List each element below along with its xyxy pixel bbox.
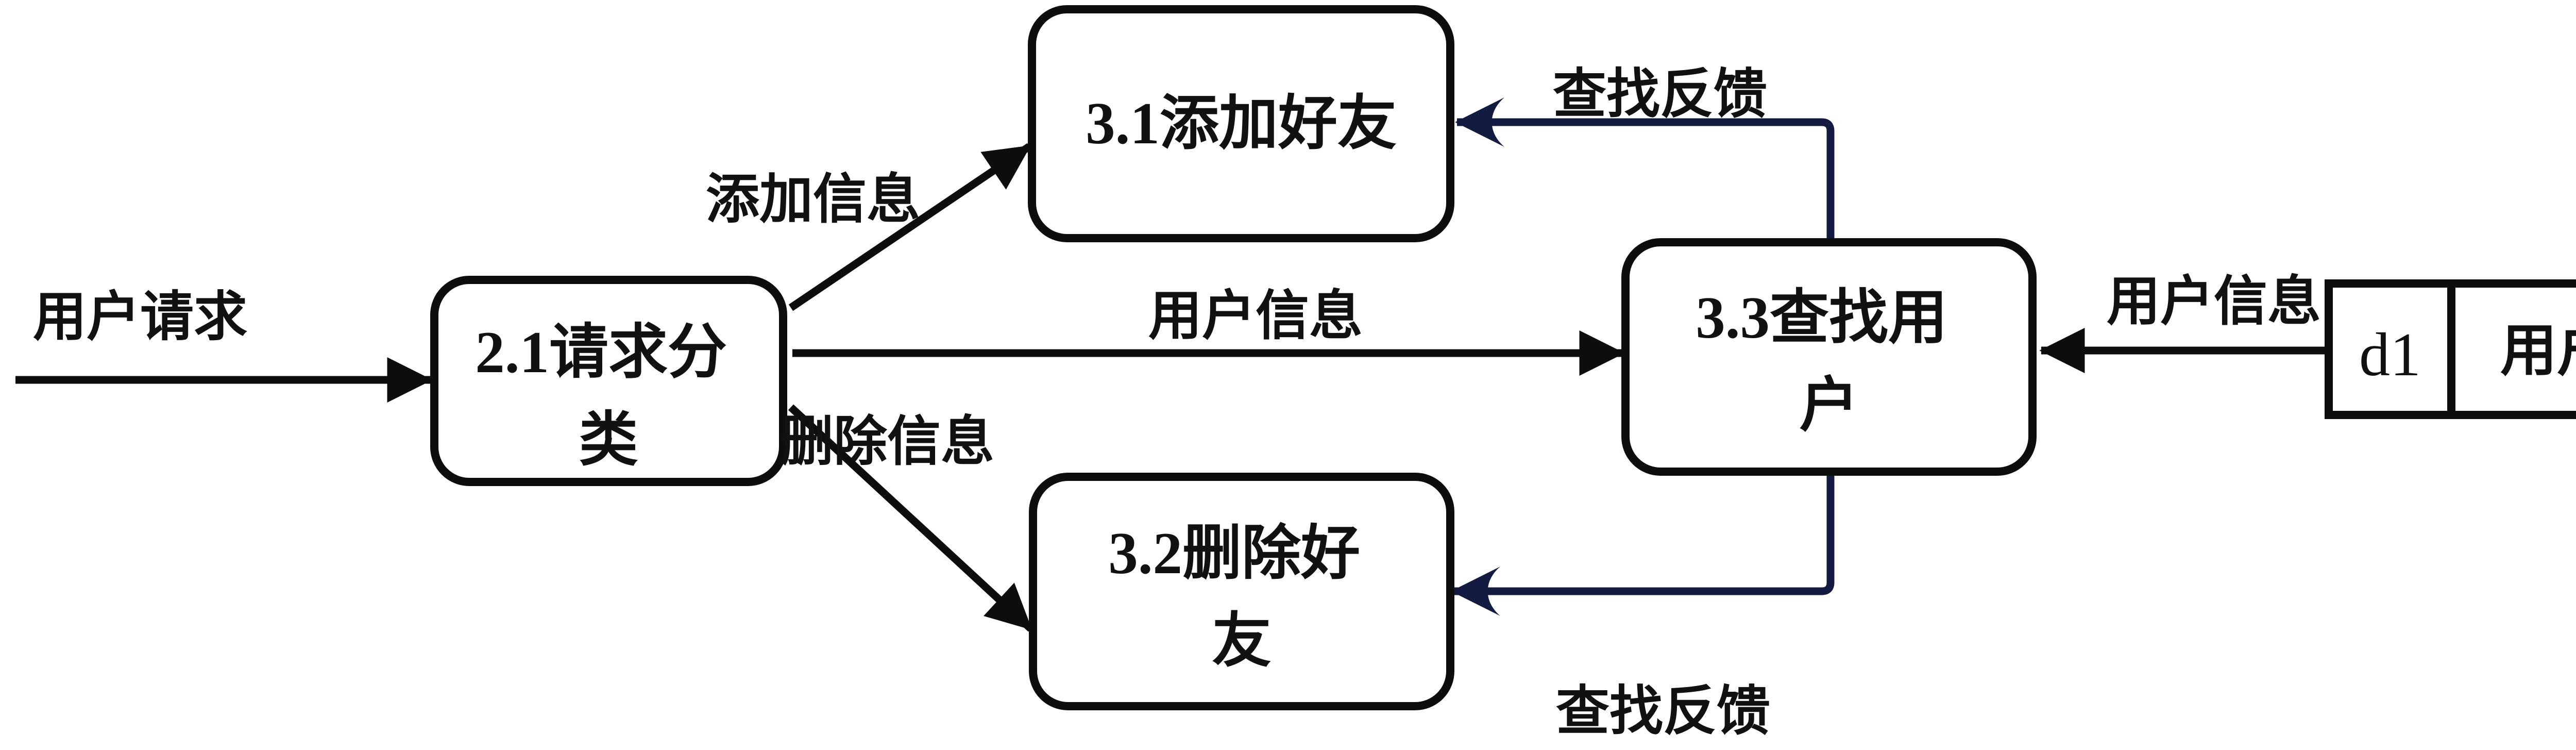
flow-label-find-feedback-bottom: 查找反馈	[1556, 682, 1770, 741]
datastore-d1-label: 用户数据库	[2500, 320, 2576, 382]
process-label-2-1: 2.1请求分 类	[475, 320, 742, 473]
process-label-3-1: 3.1添加好友	[1086, 91, 1397, 156]
flow-label-user-info-mid: 用户信息	[1148, 287, 1363, 346]
flow-label-user-request: 用户请求	[33, 288, 247, 347]
flow-label-find-feedback-top: 查找反馈	[1553, 65, 1767, 124]
flow-label-add-info: 添加信息	[706, 170, 920, 229]
flow-delete-info-line	[788, 404, 1034, 632]
flow-find-feedback-bottom-line	[1451, 472, 1835, 616]
datastore-d1-shape	[2325, 279, 2576, 419]
process-label-3-2: 3.2删除好 友	[1108, 521, 1375, 674]
flow-label-user-info-right: 用户信息	[2107, 272, 2321, 331]
process-box-3-2	[1029, 473, 1454, 710]
datastore-d1-id: d1	[2359, 320, 2421, 389]
flow-find-feedback-top-line	[1455, 97, 1835, 242]
process-box-3-3	[1621, 238, 2037, 476]
process-box-3-1	[1028, 5, 1454, 242]
flow-label-delete-info: 删除信息	[780, 412, 994, 472]
process-box-2-1	[430, 276, 787, 486]
process-label-3-3: 3.3查找用 户	[1696, 285, 1962, 438]
flow-add-info-line	[788, 143, 1032, 311]
